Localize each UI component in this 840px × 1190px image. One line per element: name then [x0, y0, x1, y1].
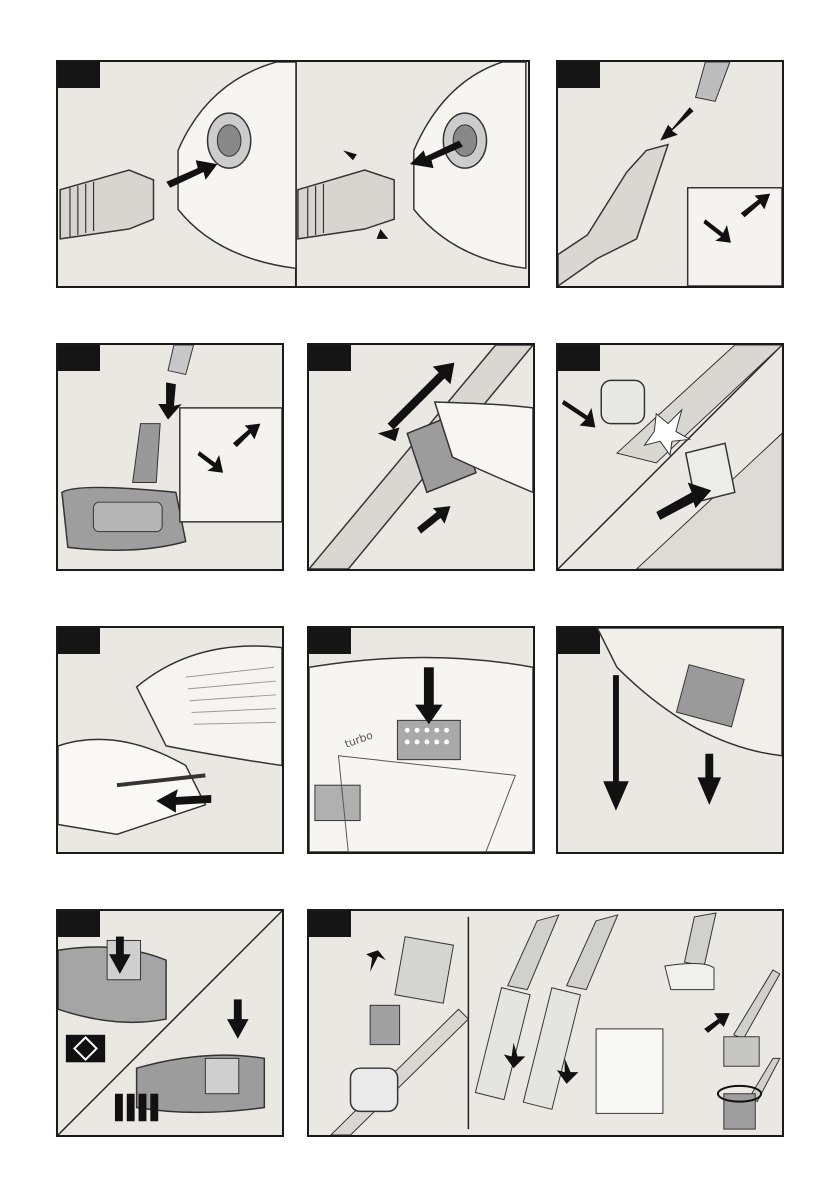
power-cord-illustration [58, 628, 282, 852]
panel-power-cord-pull [56, 626, 284, 854]
tube-park-illustration [558, 628, 782, 852]
telescopic-tube-illustration [309, 345, 533, 569]
accessory-clip-illustration [558, 345, 782, 569]
hose-connect-illustration [58, 62, 528, 286]
panel-accessories [307, 909, 784, 1137]
accessories-illustration [309, 911, 782, 1135]
panel-hose-connect [56, 60, 530, 288]
panel-accessory-clip [556, 343, 784, 571]
panel-tube-park [556, 626, 784, 854]
floor-nozzle-illustration [58, 345, 282, 569]
nozzle-switch-illustration [58, 911, 282, 1135]
tube-connect-illustration [558, 62, 782, 286]
panel-telescopic-tube-adjust [307, 343, 535, 571]
panel-power-switch: turbo [307, 626, 535, 854]
carpet-icon [66, 1035, 105, 1063]
panel-nozzle-switch [56, 909, 284, 1137]
panel-tube-connect [556, 60, 784, 288]
panel-floor-nozzle-attach [56, 343, 284, 571]
power-switch-illustration: turbo [309, 628, 533, 852]
